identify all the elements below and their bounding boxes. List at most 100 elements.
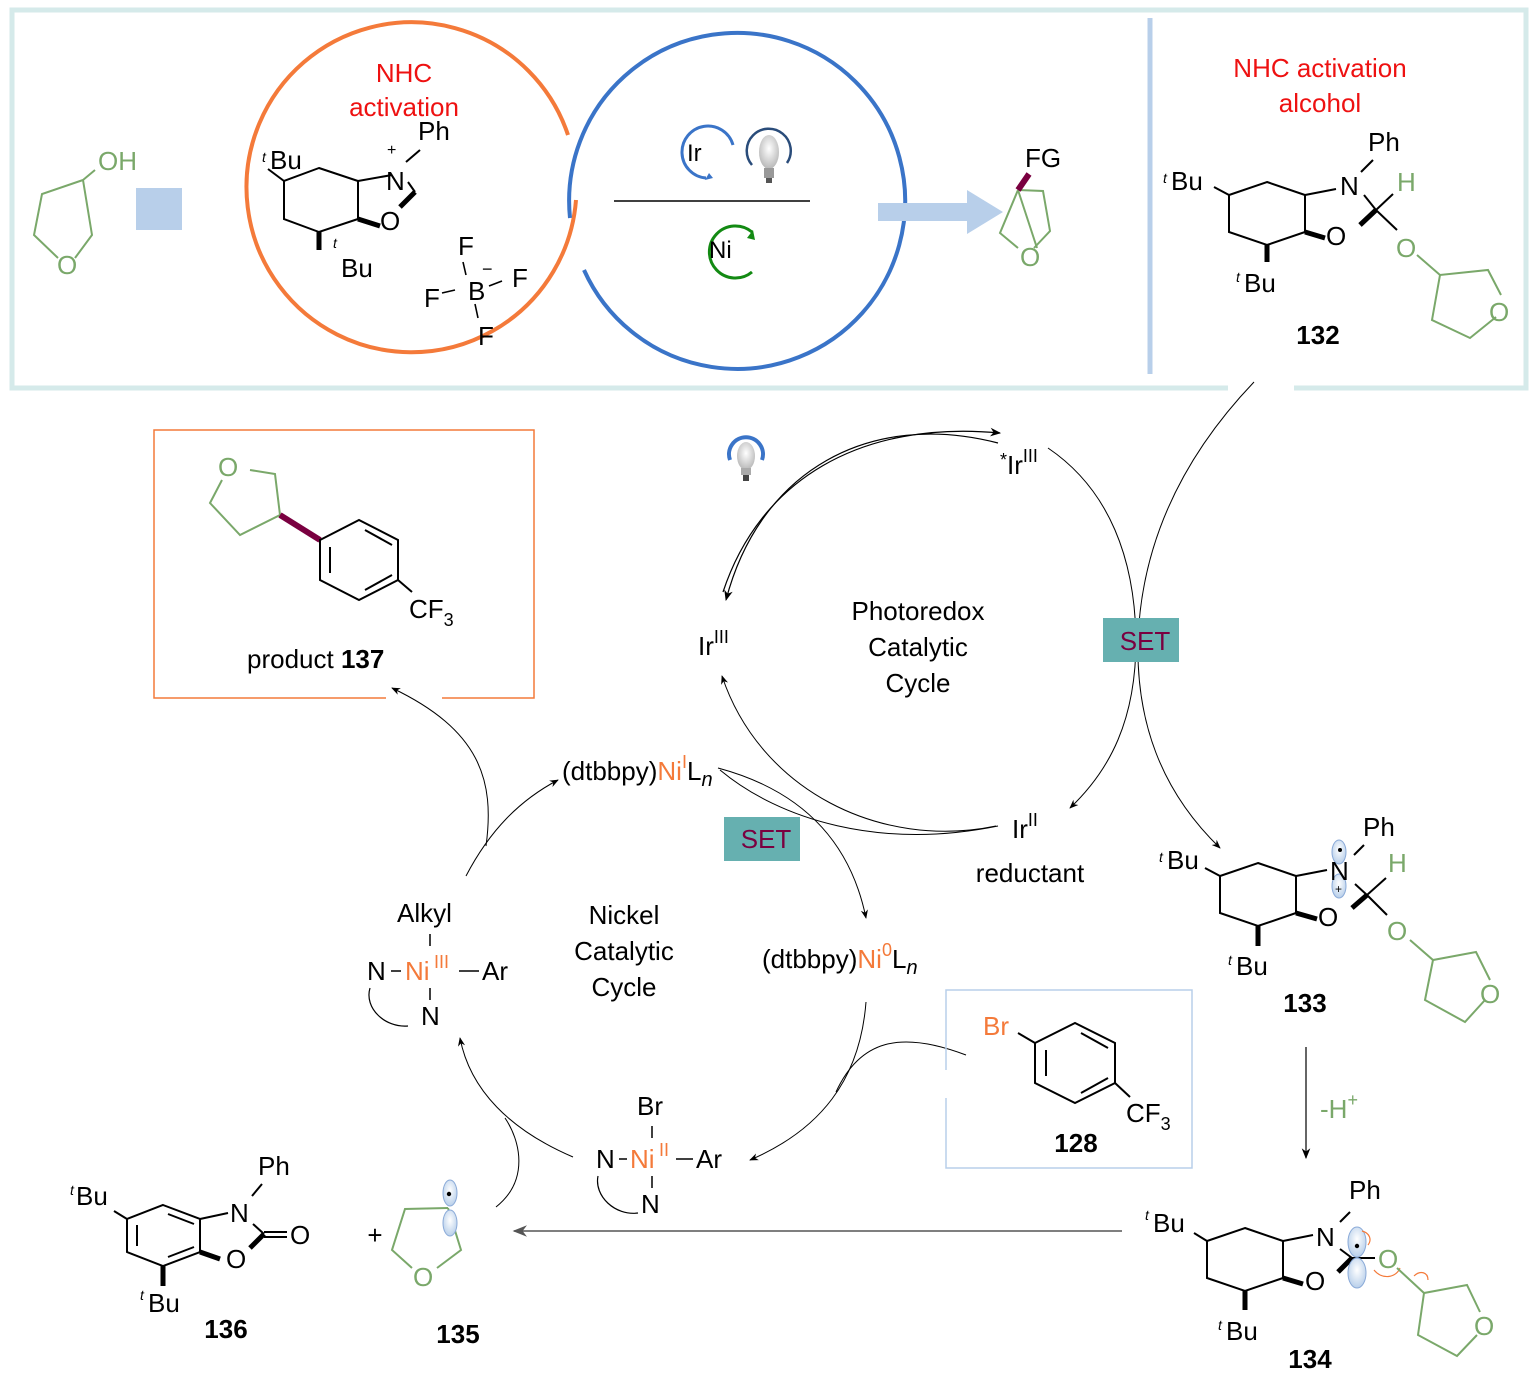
svg-text:Ar: Ar: [482, 956, 508, 986]
adduct-ph: Ph: [1368, 127, 1400, 157]
tetrafluoroborate-anion: F F F F B −: [424, 231, 528, 351]
adduct-title-line1: NHC activation: [1233, 53, 1406, 83]
ni-label: Ni: [709, 237, 732, 264]
reductant-label: reductant: [976, 858, 1085, 888]
radical-cation-charge: +: [1335, 882, 1342, 896]
compound-132-label: 132: [1296, 320, 1339, 350]
nickel-title-1: Nickel: [589, 900, 660, 930]
svg-text:Ar: Ar: [696, 1144, 722, 1174]
adduct-thf-o: O: [1489, 297, 1509, 327]
svg-text:Br: Br: [637, 1091, 663, 1121]
excitation-arrow: [722, 427, 1002, 593]
plus-square-icon: [136, 188, 182, 230]
substrate-oh-label: OH: [98, 146, 137, 176]
product-cf3: CF3: [409, 594, 454, 630]
adduct-132-thf: [1416, 254, 1502, 340]
svg-text:Ni: Ni: [630, 1144, 655, 1174]
svg-text:II: II: [659, 1140, 669, 1160]
tbu-t-prefix: t: [1159, 849, 1164, 865]
substrate-ring-o: O: [57, 250, 77, 280]
deprotonation-label: -H+: [1320, 1090, 1358, 1124]
radical-135-structure: [390, 1179, 463, 1269]
bf4-f-top: F: [458, 231, 474, 261]
tbu-label: Bu: [148, 1288, 180, 1318]
product-fragment-thf: [998, 189, 1052, 249]
aryl-bromide-frame: [945, 989, 1193, 1169]
oxidation-to-133-arrow: [1137, 381, 1255, 849]
nhc-benzoxazolium-structure: [267, 149, 421, 250]
byproduct-n: N: [230, 1198, 249, 1228]
excited-ir-label: *IrIII: [1000, 446, 1038, 480]
byproduct-ph: Ph: [258, 1151, 290, 1181]
tbu-t-prefix: t: [1236, 269, 1241, 285]
tbu-top-label: Bu: [270, 145, 302, 175]
adduct-132-structure: [1213, 159, 1398, 262]
svg-text:Alkyl: Alkyl: [397, 898, 452, 928]
ni1-to-ni0-arrow: [717, 767, 868, 919]
set-label-photoredox: SET: [1120, 626, 1171, 656]
product-137-label: product 137: [247, 644, 384, 674]
tbu-t-prefix: t: [1228, 952, 1233, 968]
substrate-thf-alcohol: [32, 169, 96, 259]
forward-arrow-icon: [878, 190, 1003, 234]
aryl-br-label: Br: [983, 1011, 1009, 1041]
nhc-o-label: O: [380, 206, 400, 236]
ground-ir-label: IrIII: [698, 627, 729, 661]
compound-128-label: 128: [1054, 1128, 1097, 1158]
intermediate-133-h: H: [1388, 848, 1407, 878]
intermediate-133-thf-o: O: [1480, 979, 1500, 1009]
ir-regeneration-arrow: [721, 675, 997, 832]
byproduct-136-structure: [113, 1183, 287, 1286]
radical-cation-n: N: [1330, 856, 1349, 886]
svg-text:Ni: Ni: [405, 956, 430, 986]
nhc-ph-label: Ph: [418, 116, 450, 146]
tbu-label: Bu: [1167, 845, 1199, 875]
intermediate-134-structure: [1193, 1211, 1481, 1358]
intermediate-134-ring-o: O: [1305, 1266, 1325, 1296]
set-label-nickel: SET: [741, 824, 792, 854]
byproduct-ring-o: O: [226, 1244, 246, 1274]
byproduct-carbonyl-o: O: [290, 1220, 310, 1250]
top-panel-frame: [9, 7, 1529, 391]
svg-text:N: N: [641, 1189, 660, 1219]
nhc-title-line2: activation: [349, 92, 459, 122]
tbu-t-prefix: t: [1145, 1207, 1150, 1223]
bf4-f-left: F: [424, 283, 440, 313]
nhc-n-label: N: [386, 166, 405, 196]
tbu-t-prefix: t: [1163, 170, 1168, 186]
tbu-t-prefix: t: [1218, 1317, 1223, 1333]
product-137-frame: [153, 429, 535, 699]
bf4-f-bottom: F: [478, 321, 494, 351]
ni0-complex-label: (dtbbpy)Ni0Ln: [762, 940, 918, 979]
tbu-t-prefix: t: [140, 1287, 145, 1303]
radical-capture-arrow: [457, 1037, 574, 1158]
aryl-cf3: CF3: [1126, 1098, 1171, 1134]
oxidative-addition-arrow: [749, 1001, 867, 1161]
bf4-charge: −: [482, 259, 493, 279]
tbu-label: Bu: [1153, 1208, 1185, 1238]
nickel-title-2: Catalytic: [574, 936, 674, 966]
intermediate-134-thf-o: O: [1474, 1311, 1494, 1341]
bf4-b-label: B: [468, 276, 485, 306]
ir-label: Ir: [687, 140, 702, 167]
reduced-ir-label: IrII: [1012, 810, 1038, 844]
compound-135-label: 135: [436, 1319, 479, 1349]
adduct-n: N: [1340, 171, 1359, 201]
tbu-t-prefix: t: [70, 1182, 75, 1198]
ni-cycle-arrow-icon: [707, 224, 753, 280]
radical-ring-o: O: [413, 1262, 433, 1292]
product-release-arrow: [391, 687, 489, 847]
ni3-complex: Alkyl N Ni III Ar N: [367, 898, 508, 1031]
photoredox-title-3: Cycle: [885, 668, 950, 698]
tbu-bottom-label: Bu: [341, 253, 373, 283]
bf4-f-right: F: [512, 263, 528, 293]
intermediate-134-n: N: [1316, 1222, 1335, 1252]
intermediate-133-ph: Ph: [1363, 812, 1395, 842]
tbu-label: Bu: [76, 1181, 108, 1211]
tbu-label: Bu: [1226, 1316, 1258, 1346]
tbu-label: Bu: [1236, 951, 1268, 981]
aryl-bromide-structure: [1017, 1021, 1131, 1105]
adduct-h: H: [1397, 167, 1416, 197]
plus-sign: +: [367, 1220, 382, 1250]
